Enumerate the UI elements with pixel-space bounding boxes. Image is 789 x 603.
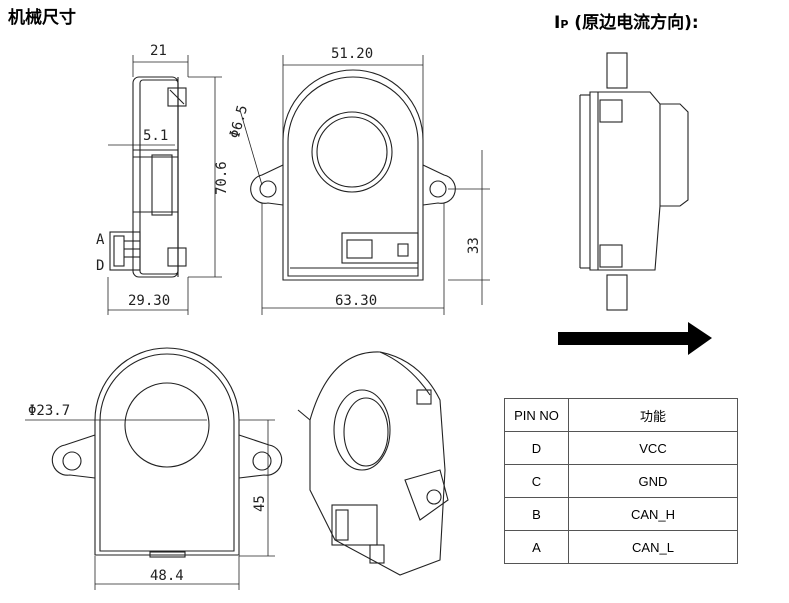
side-view: [109, 76, 187, 278]
dim-side-depth: 29.30: [128, 293, 170, 309]
dim-total-width: 63.30: [335, 293, 377, 309]
connector-label-a: A: [96, 232, 105, 248]
isometric-view: [297, 351, 449, 576]
function-cell: CAN_L: [568, 530, 738, 564]
current-direction-view: [579, 52, 689, 311]
front-view-dimensions: [239, 55, 490, 315]
front-view-lower-dimensions: [25, 419, 275, 590]
dim-body-height: 45: [252, 495, 268, 512]
pin-table-header-function: 功能: [568, 398, 738, 432]
dim-side-width: 21: [150, 43, 167, 59]
dim-mount-height: 33: [466, 237, 482, 254]
dim-side-height: 70.6: [214, 161, 230, 195]
table-row: D VCC: [504, 431, 738, 465]
function-cell: CAN_H: [568, 497, 738, 531]
ip-title-text: (原边电流方向):: [568, 13, 699, 33]
dim-inner-offset: 5.1: [143, 128, 168, 144]
pin-cell: D: [504, 431, 569, 465]
pin-table: PIN NO 功能 D VCC C GND B CAN_H A CAN_L: [504, 398, 738, 564]
connector-label-d: D: [96, 258, 104, 274]
ip-symbol: I: [554, 13, 561, 33]
front-view: [250, 69, 456, 281]
table-row: A CAN_L: [504, 530, 738, 564]
ip-subscript: P: [560, 18, 569, 31]
pin-table-header-pin: PIN NO: [504, 398, 569, 432]
dim-body-width: 48.4: [150, 568, 184, 584]
dim-center-dia: Φ23.7: [28, 403, 70, 419]
table-row: C GND: [504, 464, 738, 498]
front-view-lower: [51, 347, 283, 558]
page-title: 机械尺寸: [8, 8, 76, 28]
dim-front-width: 51.20: [331, 46, 373, 62]
function-cell: GND: [568, 464, 738, 498]
current-direction-title: IP (原边电流方向):: [554, 8, 699, 33]
pin-cell: B: [504, 497, 569, 531]
pin-cell: C: [504, 464, 569, 498]
table-row: B CAN_H: [504, 497, 738, 531]
pin-cell: A: [504, 530, 569, 564]
pin-table-header-row: PIN NO 功能: [504, 398, 738, 432]
function-cell: VCC: [568, 431, 738, 465]
current-direction-arrow: [558, 322, 712, 355]
side-view-dimensions: [107, 55, 222, 315]
